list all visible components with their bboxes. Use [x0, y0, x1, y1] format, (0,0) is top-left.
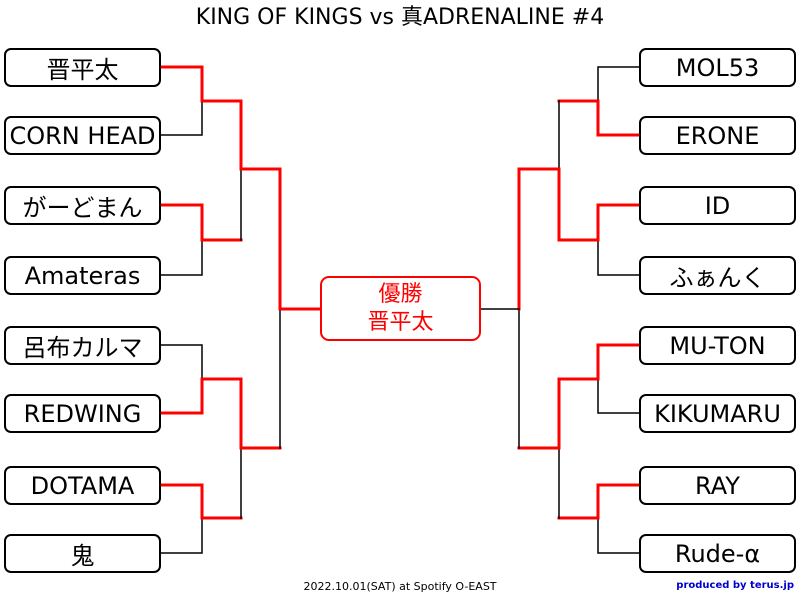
champion-label: 優勝	[378, 281, 423, 307]
page-title: KING OF KINGS vs 真ADRENALINE #4	[195, 5, 605, 30]
right-entrant-2: ERONE	[639, 116, 796, 155]
line-l-r1-a	[160, 100, 203, 136]
champion-name: 晋平太	[367, 309, 434, 335]
left-entrant-8: 鬼	[4, 534, 161, 573]
left-entrant-4: Amateras	[4, 256, 161, 295]
left-entrant-3: がーどまん	[4, 186, 161, 225]
right-entrant-7: RAY	[639, 466, 796, 505]
right-entrant-5: MU-TON	[639, 326, 796, 365]
right-entrant-8: Rude-α	[639, 534, 796, 573]
credit-link[interactable]: produced by terus.jp	[676, 580, 794, 591]
line-l-r1-a-win	[159, 65, 243, 103]
left-entrant-5: 呂布カルマ	[4, 326, 161, 365]
right-entrant-4: ふぁんく	[639, 256, 796, 295]
champion-box: 優勝 晋平太	[320, 276, 481, 341]
left-entrant-1: 晋平太	[4, 48, 161, 87]
left-entrant-7: DOTAMA	[4, 466, 161, 505]
right-entrant-6: KIKUMARU	[639, 394, 796, 433]
event-date-venue: 2022.10.01(SAT) at Spotify O-EAST	[303, 580, 497, 593]
right-entrant-3: ID	[639, 186, 796, 225]
right-entrant-1: MOL53	[639, 48, 796, 87]
left-entrant-6: REDWING	[4, 394, 161, 433]
left-entrant-2: CORN HEAD	[4, 116, 161, 155]
